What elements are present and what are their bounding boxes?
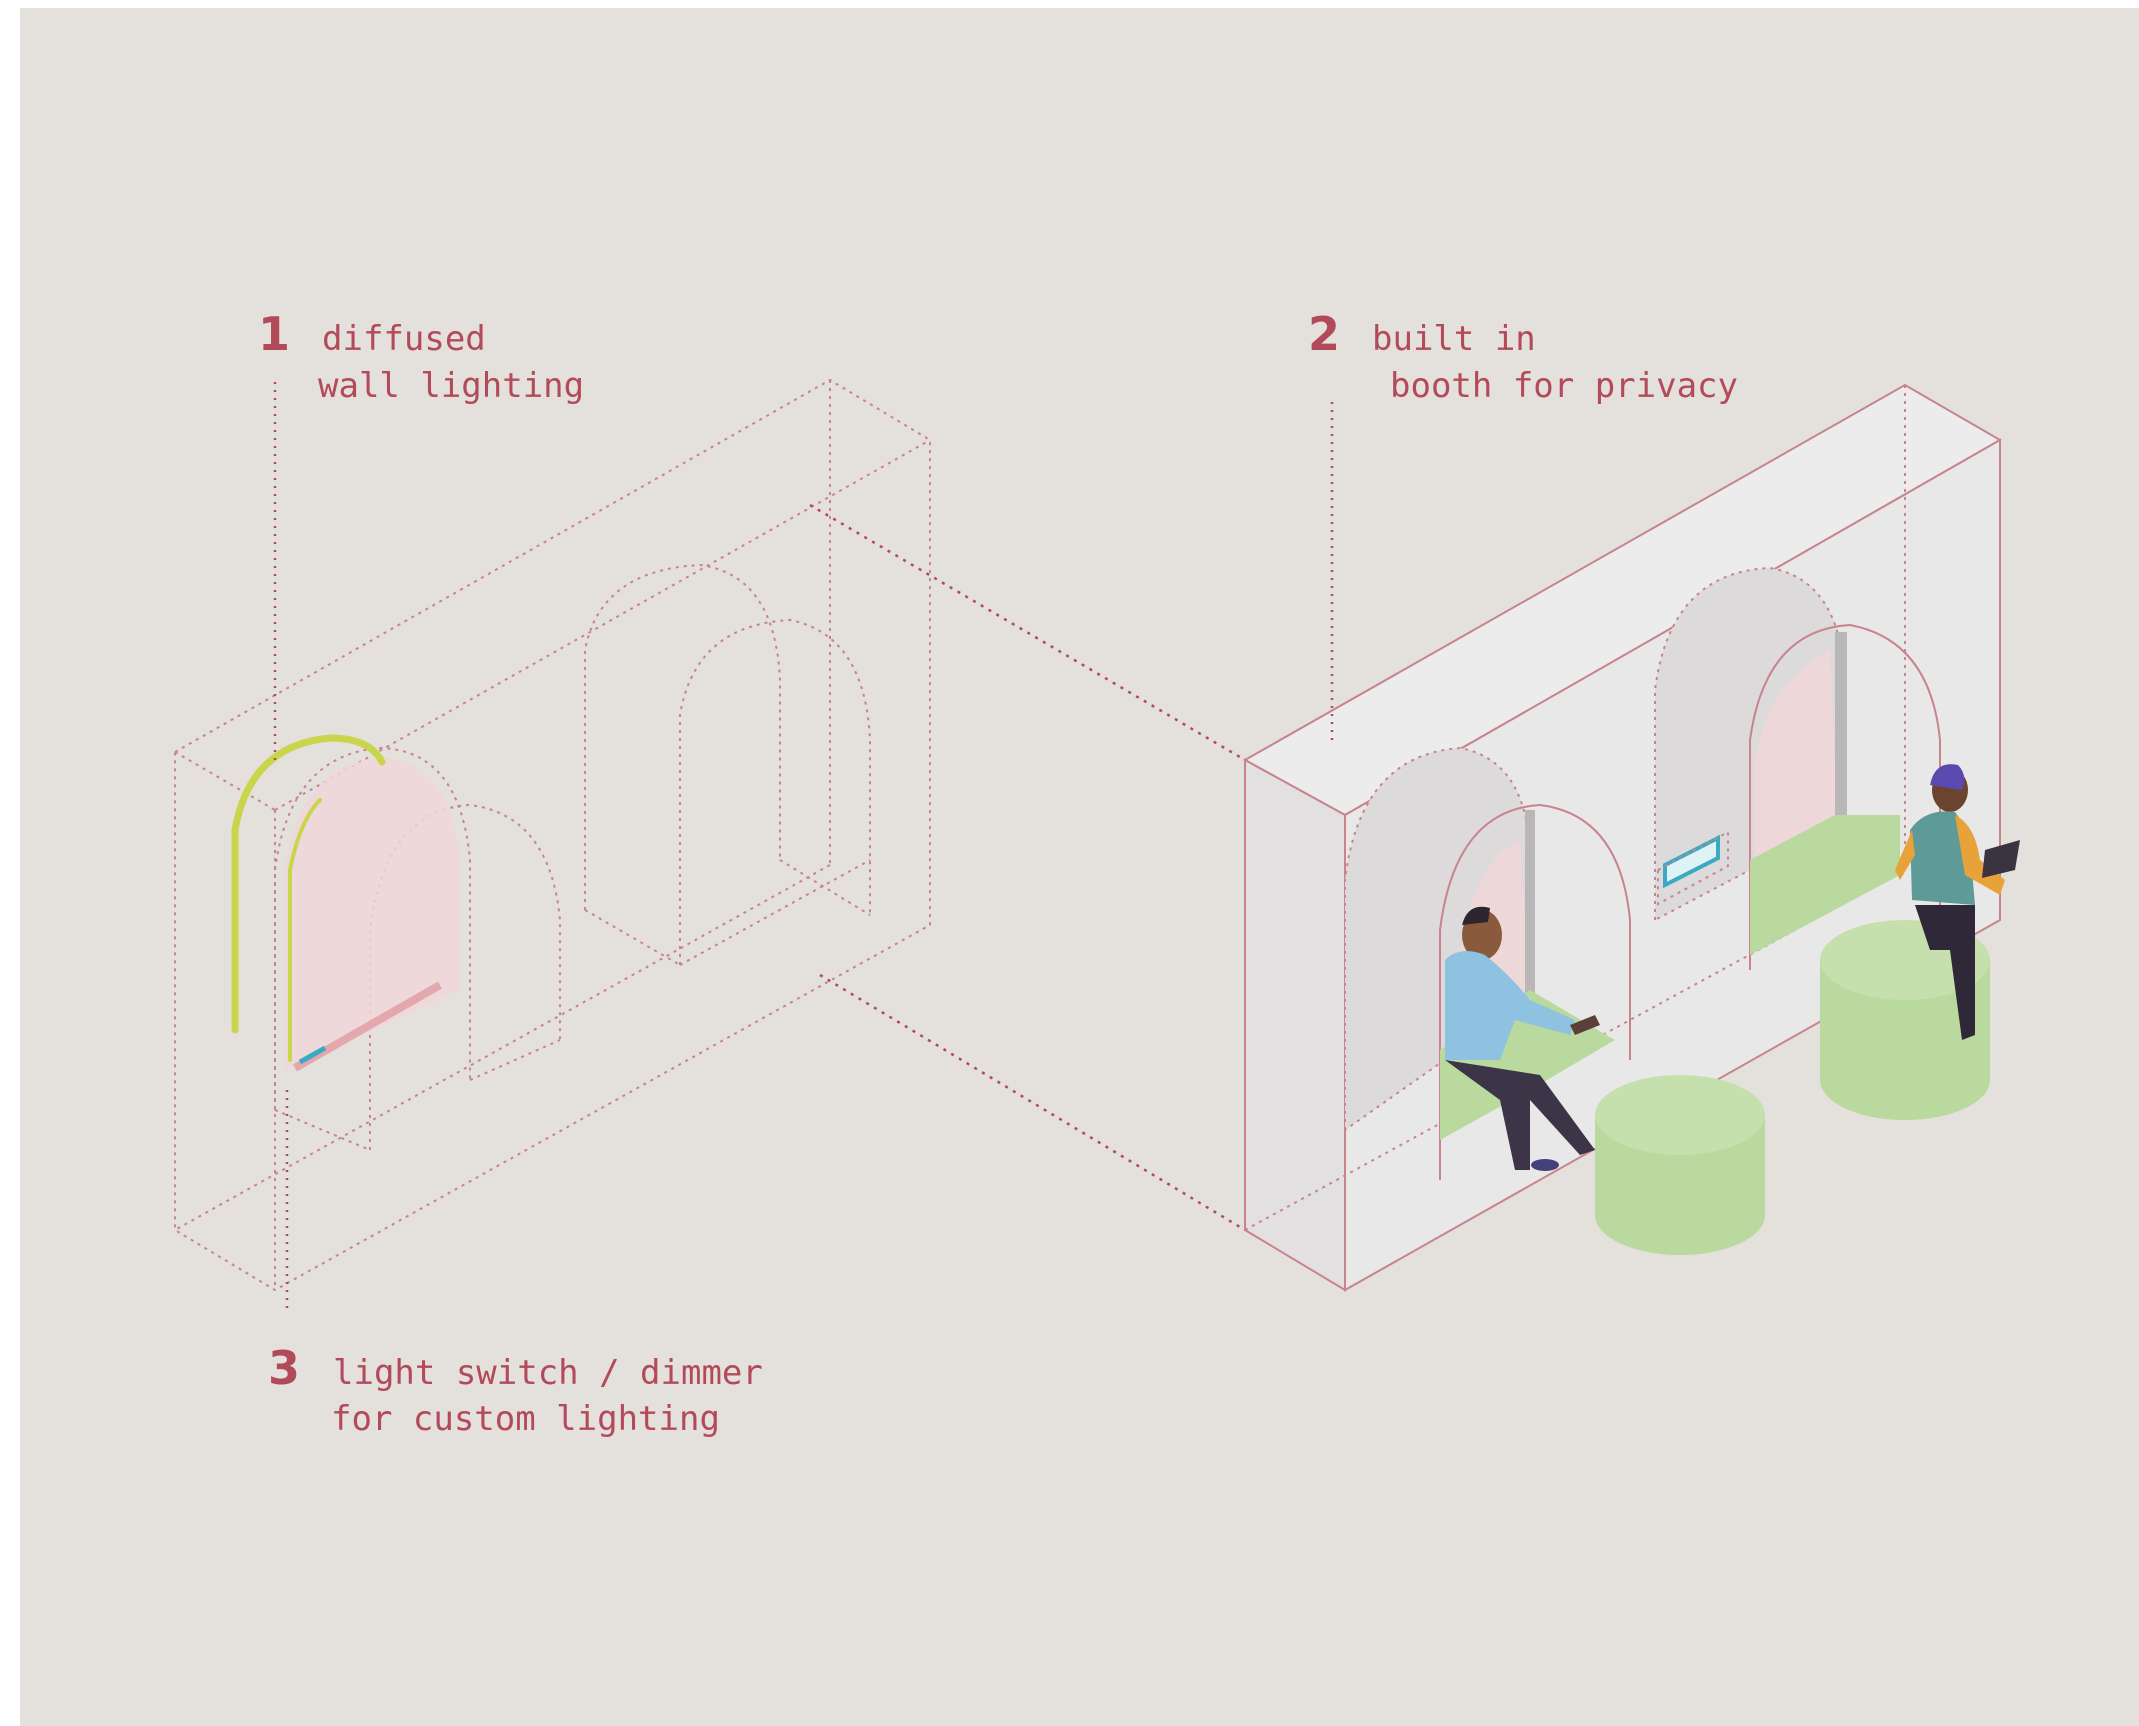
annotation-number: 3 xyxy=(268,1341,300,1395)
annotation-number: 2 xyxy=(1308,307,1340,361)
annotation-line1: built in xyxy=(1372,319,1536,359)
annotation-3: 3 light switch / dimmer for custom light… xyxy=(268,1341,763,1439)
annotation-line1: light switch / dimmer xyxy=(333,1353,763,1393)
annotation-line1: diffused xyxy=(322,319,486,359)
annotation-line2: for custom lighting xyxy=(331,1399,720,1439)
annotation-line2: wall lighting xyxy=(318,366,584,406)
annotation-number: 1 xyxy=(258,307,290,361)
annotation-line2: booth for privacy xyxy=(1390,366,1738,406)
